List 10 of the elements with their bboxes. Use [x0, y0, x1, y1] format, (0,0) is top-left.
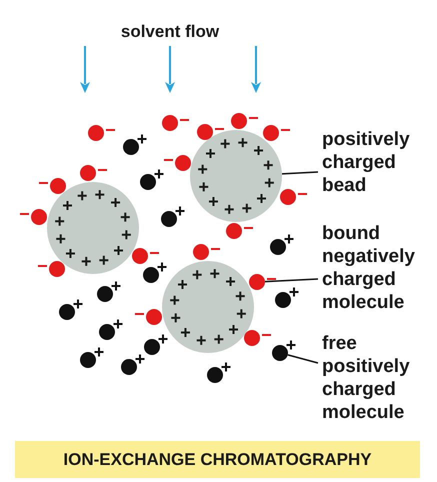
leader-line	[282, 171, 318, 175]
leader-line	[288, 354, 318, 364]
positive-molecule	[272, 345, 288, 361]
leader-line	[264, 278, 318, 282]
flow-label: solvent flow	[120, 22, 220, 42]
callout-label: bound negatively charged molecule	[322, 222, 416, 314]
callout-label: free positively charged molecule	[322, 332, 411, 424]
callout-label: positively charged bead	[322, 128, 411, 197]
caption: ION-EXCHANGE CHROMATOGRAPHY	[15, 441, 420, 478]
negative-molecule	[249, 274, 265, 290]
